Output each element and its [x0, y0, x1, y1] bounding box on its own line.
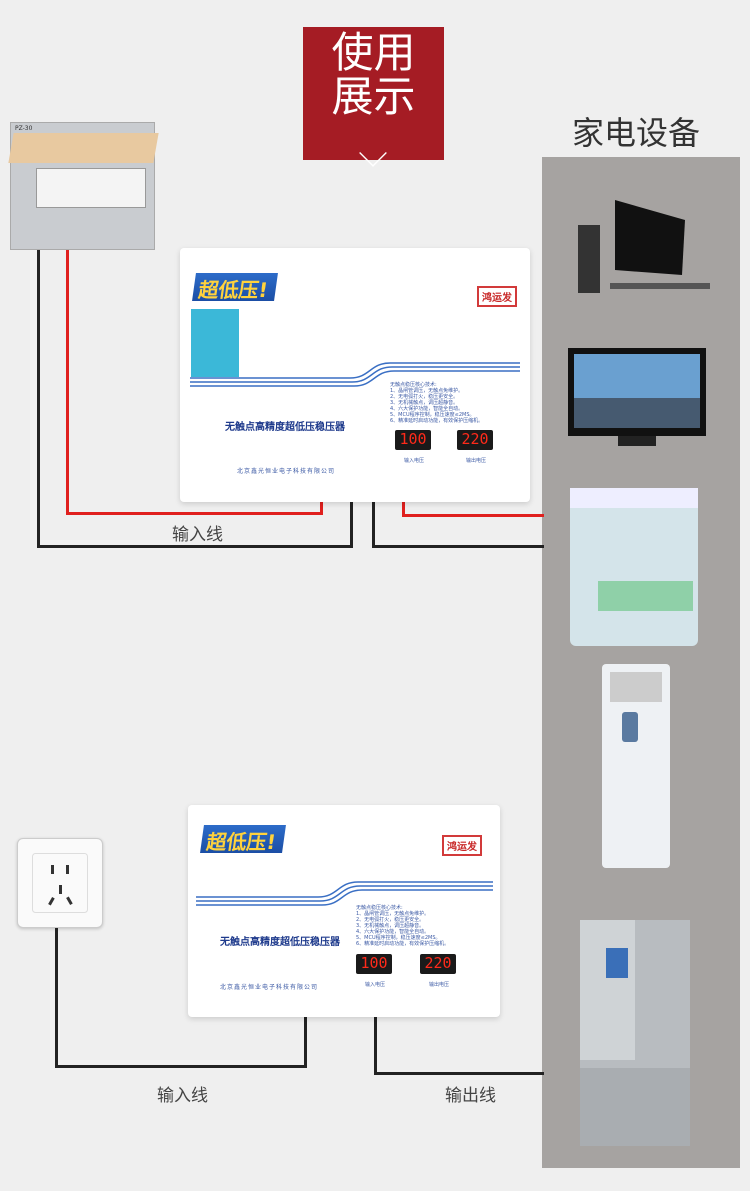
- bottom-output-wire-label: 输出线: [445, 1086, 496, 1106]
- wire: [304, 1015, 307, 1068]
- input-voltage-display: 100: [356, 954, 392, 974]
- brand-logo: 鸿运发: [442, 835, 482, 856]
- output-voltage-display: 220: [420, 954, 456, 974]
- wall-socket: [17, 838, 103, 928]
- title-line-2: 展示: [331, 72, 416, 121]
- washing-machine-icon: [570, 488, 698, 646]
- company-name: 北京鑫光恒业电子科技有限公司: [237, 468, 336, 475]
- badge: 超低压!低压输入 100V: [192, 273, 278, 312]
- wire: [66, 512, 323, 515]
- output-voltage-label: 输出电压: [429, 982, 450, 988]
- breaker-box: PZ-30: [8, 122, 159, 250]
- voltage-stabilizer-top: 超低压!低压输入 100V 鸿运发 无触点高精度超低压稳压器 无触点稳压核心技术…: [180, 248, 530, 502]
- brand-logo: 鸿运发: [477, 286, 517, 307]
- company-name: 北京鑫光恒业电子科技有限公司: [220, 984, 319, 991]
- wire: [37, 545, 353, 548]
- input-voltage-display: 100: [395, 430, 431, 450]
- top-input-wire-label: 输入线: [172, 525, 223, 545]
- wire: [350, 500, 353, 548]
- bottom-input-wire-label: 输入线: [157, 1086, 208, 1106]
- section-title: 使用 展示: [303, 27, 444, 167]
- appliances-title: 家电设备: [572, 114, 701, 152]
- wire: [372, 500, 375, 548]
- wire: [402, 500, 405, 517]
- socket-holes-icon: [32, 853, 88, 913]
- feature-list: 无触点稳压核心技术:1、晶闸管调压，无触点免维护。2、无电弧打火，稳压更安全。3…: [356, 905, 450, 947]
- product-name: 无触点高精度超低压稳压器: [220, 937, 340, 948]
- output-voltage-label: 输出电压: [466, 458, 487, 464]
- breaker-switches: [36, 168, 146, 208]
- wire: [37, 250, 40, 548]
- feature-list: 无触点稳压核心技术:1、晶闸管调压，无触点免维护。2、无电弧打火，稳压更安全。3…: [390, 382, 484, 424]
- tv-icon: [568, 348, 706, 446]
- badge: 超低压!低压输入 100V: [200, 825, 286, 864]
- refrigerator-icon: [580, 920, 690, 1146]
- input-voltage-label: 输入电压: [404, 458, 425, 464]
- computer-icon: [578, 200, 710, 293]
- product-name: 无触点高精度超低压稳压器: [225, 422, 345, 433]
- wire: [55, 928, 58, 1068]
- air-conditioner-icon: [602, 664, 670, 868]
- voltage-stabilizer-bottom: 超低压!低压输入 100V 鸿运发 无触点高精度超低压稳压器 无触点稳压核心技术…: [188, 805, 500, 1017]
- wire: [374, 1072, 544, 1075]
- title-line-1: 使用: [331, 28, 416, 77]
- energy-label: [190, 308, 240, 378]
- wire: [402, 514, 544, 517]
- output-voltage-display: 220: [457, 430, 493, 450]
- breaker-tag: PZ-30: [15, 125, 33, 132]
- wire: [55, 1065, 307, 1068]
- wire: [66, 250, 69, 515]
- wire: [320, 500, 323, 515]
- wave-lines: [196, 881, 493, 906]
- wave-lines: [190, 362, 520, 387]
- wire: [372, 545, 544, 548]
- wire: [374, 1015, 377, 1075]
- input-voltage-label: 输入电压: [365, 982, 386, 988]
- chevron-down-icon: [359, 139, 387, 167]
- breaker-cover: [8, 133, 159, 163]
